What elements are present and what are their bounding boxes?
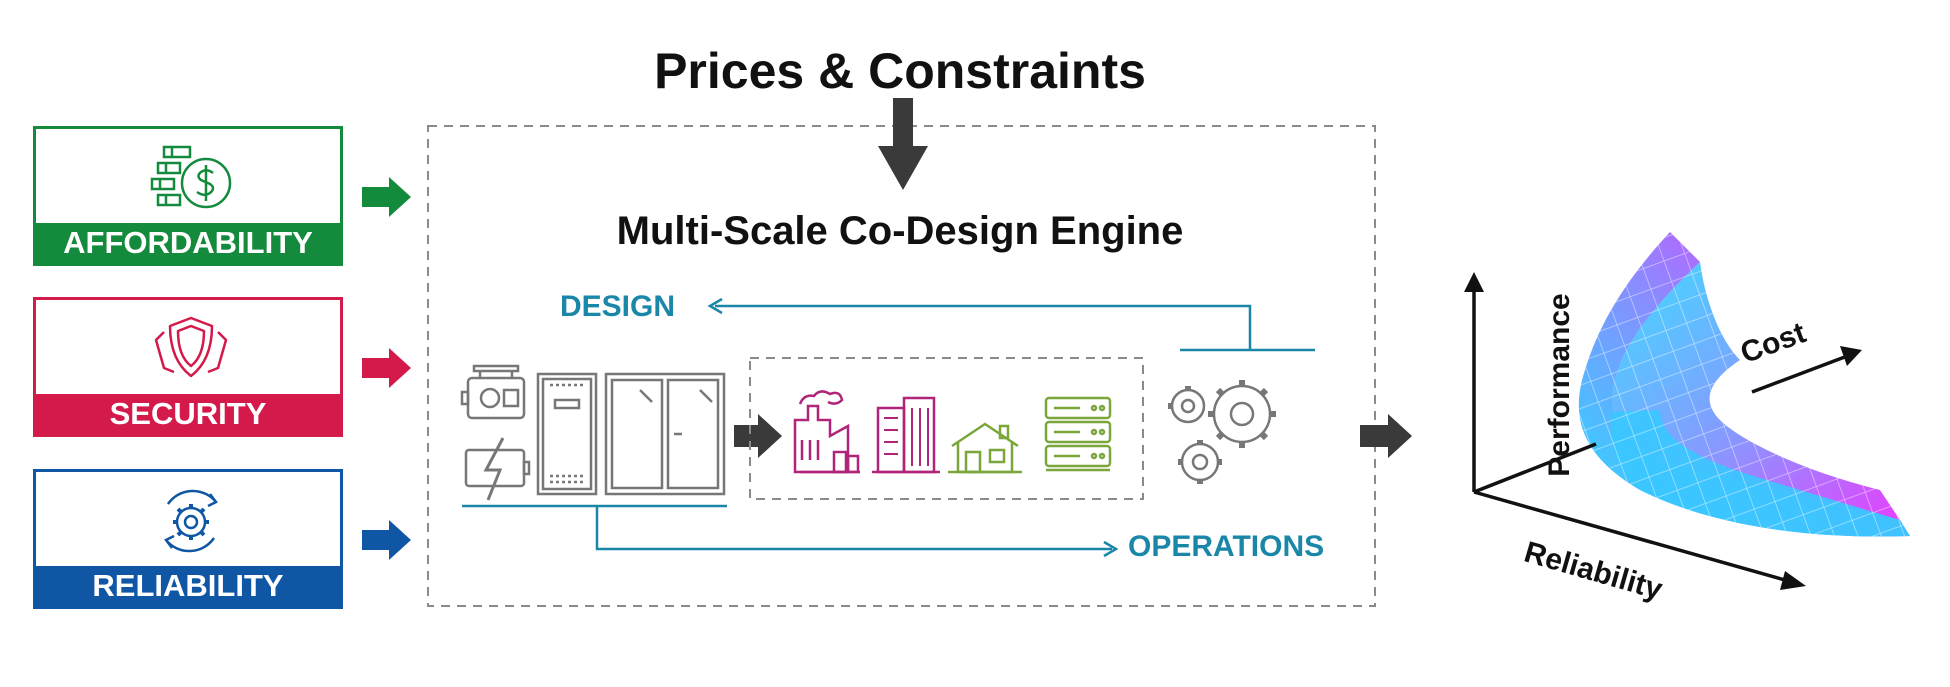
shield-icon: [154, 316, 228, 378]
server-cabinet-icon: [536, 372, 598, 496]
reliability-arrow: [362, 520, 411, 560]
engine-output-arrow: [1360, 414, 1412, 458]
security-arrow: [362, 348, 411, 388]
reliability-label: RELIABILITY: [36, 566, 340, 606]
factory-icon: [793, 390, 860, 474]
engine-boundary: [427, 125, 1376, 607]
buildings-boundary: [749, 357, 1144, 500]
server-rack-icon: [1044, 396, 1112, 472]
motor-icon: [460, 364, 526, 420]
security-label: SECURITY: [36, 394, 340, 434]
constraints-arrow: [878, 98, 928, 190]
money-ledger-icon: [150, 145, 232, 209]
operations-label: OPERATIONS: [1128, 530, 1325, 563]
engine-title: Multi-Scale Co-Design Engine: [616, 209, 1184, 253]
design-label: DESIGN: [560, 290, 676, 323]
gear-cycle-icon: [164, 489, 218, 553]
performance-axis-label: Performance: [1543, 293, 1576, 477]
window-icon: [604, 372, 726, 496]
equipment-to-buildings-arrow: [734, 414, 782, 458]
reliability-box: RELIABILITY: [33, 469, 343, 609]
affordability-label: AFFORDABILITY: [36, 223, 340, 263]
security-box: SECURITY: [33, 297, 343, 437]
battery-bolt-icon: [464, 437, 531, 501]
gears-icon: [1168, 380, 1276, 484]
prices-constraints-title: Prices & Constraints: [654, 43, 1146, 99]
design-loop-arrow: [707, 297, 1315, 352]
affordability-arrow: [362, 177, 411, 217]
operations-loop-arrow: [462, 504, 1119, 558]
house-icon: [948, 422, 1022, 474]
tradeoff-surface: [1578, 232, 1910, 537]
tradeoff-axes: [1464, 272, 1862, 590]
affordability-box: AFFORDABILITY: [33, 126, 343, 266]
office-building-icon: [872, 396, 940, 474]
